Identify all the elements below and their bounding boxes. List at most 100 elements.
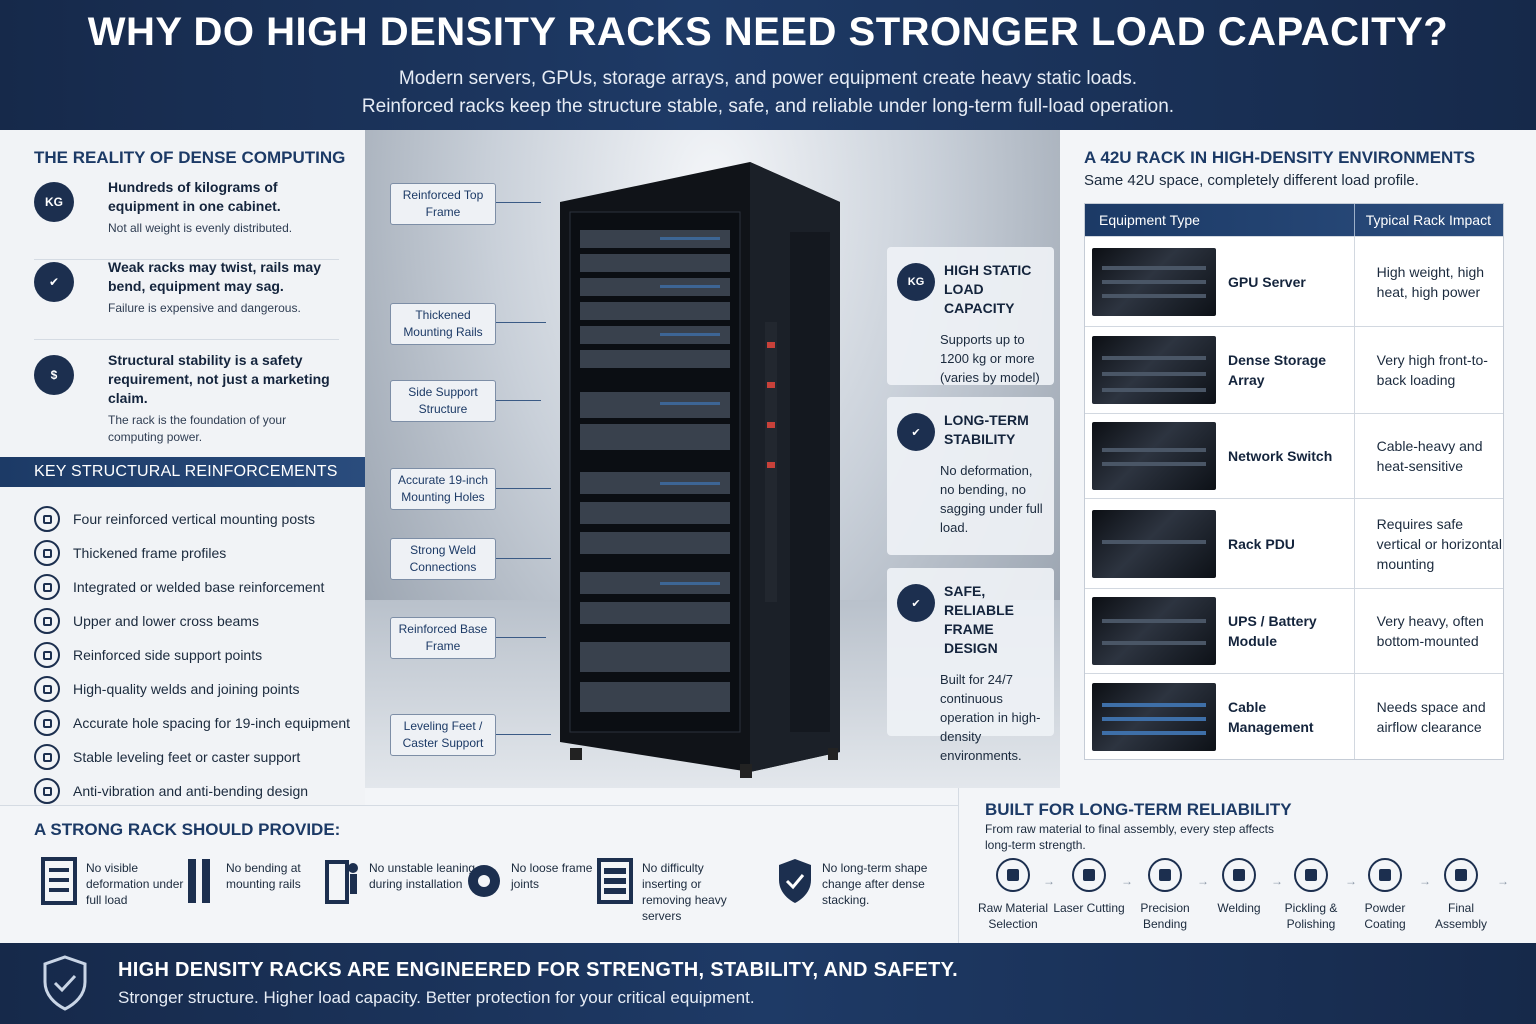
reinforcements-list: Four reinforced vertical mounting posts … — [34, 502, 354, 808]
table-row: UPS / Battery Module Very heavy, often b… — [1085, 588, 1503, 673]
process-step: Precision Bending — [1125, 858, 1205, 932]
gear-dollar-icon: $ — [34, 355, 74, 395]
hole-spacing-icon — [34, 710, 60, 736]
arrow-icon: → — [1043, 874, 1055, 888]
arrow-icon: → — [1345, 874, 1357, 888]
frame-icon — [34, 540, 60, 566]
arrow-icon: → — [1197, 874, 1209, 888]
process-step: Raw Material Selection — [973, 858, 1053, 932]
process-step: Welding — [1199, 858, 1279, 916]
process-step: Pickling & Polishing — [1271, 858, 1351, 932]
equipment-table: Equipment Type Typical Rack Impact GPU S… — [1084, 203, 1504, 760]
feature-title: HIGH STATIC LOAD CAPACITY — [944, 262, 1032, 316]
arrow-icon: → — [1497, 874, 1509, 888]
raw-material-icon — [996, 858, 1030, 892]
shield-check-icon — [779, 859, 811, 903]
shield-check-icon: ✔ — [897, 413, 935, 451]
header-subtitle: Modern servers, GPUs, storage arrays, an… — [0, 65, 1536, 121]
column-header: Equipment Type — [1085, 204, 1355, 236]
provide-title: A STRONG RACK SHOULD PROVIDE: — [34, 820, 341, 839]
rack-pdu-image — [1092, 509, 1216, 578]
storage-array-image — [1092, 336, 1216, 404]
leader-line — [496, 202, 541, 203]
left-column: THE REALITY OF DENSE COMPUTING KG Hundre… — [0, 130, 365, 805]
rack-illustration: Reinforced Top Frame Thickened Mounting … — [365, 130, 1060, 788]
page-title: WHY DO HIGH DENSITY RACKS NEED STRONGER … — [87, 10, 1449, 54]
gear-joint-icon — [468, 865, 500, 897]
rack-label: Accurate 19-inch Mounting Holes — [390, 468, 496, 510]
feature-body: Built for 24/7 continuous operation in h… — [940, 672, 1041, 763]
list-item: Upper and lower cross beams — [34, 604, 354, 638]
weight-icon: KG — [34, 182, 74, 222]
rack-label: Thickened Mounting Rails — [390, 303, 496, 345]
installation-icon — [325, 860, 358, 904]
welding-icon — [1222, 858, 1256, 892]
list-item: Reinforced side support points — [34, 638, 354, 672]
list-item: Stable leveling feet or caster support — [34, 740, 354, 774]
leader-line — [496, 734, 551, 735]
server-rack-image — [560, 162, 840, 778]
arrow-icon: → — [1121, 874, 1133, 888]
rack-frame-icon — [41, 857, 77, 905]
feature-card: ✔ SAFE, RELIABLE FRAME DESIGN Built for … — [887, 568, 1054, 763]
table-row: Rack PDU Requires safe vertical or horiz… — [1085, 498, 1503, 588]
anti-vibration-icon — [34, 778, 60, 804]
list-item: Thickened frame profiles — [34, 536, 354, 570]
shield-check-icon — [43, 955, 87, 1011]
rack-label: Leveling Feet / Caster Support — [390, 714, 496, 756]
reliability-subtitle: From raw material to final assembly, eve… — [985, 822, 1274, 852]
environment-subtitle: Same 42U space, completely different loa… — [1084, 172, 1419, 189]
list-item: Anti-vibration and anti-bending design — [34, 774, 354, 808]
weight-icon: KG — [897, 263, 935, 301]
provide-item: No bending at mounting rails — [180, 856, 320, 916]
rack-label: Strong Weld Connections — [390, 538, 496, 580]
rack-label: Reinforced Base Frame — [390, 617, 496, 659]
assembly-icon — [1444, 858, 1478, 892]
provide-item: No long-term shape change after dense st… — [776, 856, 927, 916]
reliability-title: BUILT FOR LONG-TERM RELIABILITY — [985, 800, 1292, 819]
footer-subtitle: Stronger structure. Higher load capacity… — [118, 988, 755, 1007]
leader-line — [496, 322, 546, 323]
shield-check-icon: ✔ — [34, 262, 74, 302]
server-insert-icon — [597, 858, 633, 904]
feature-card: ✔ LONG-TERM STABILITY No deformation, no… — [887, 397, 1054, 555]
provide-item: No difficulty inserting or removing heav… — [596, 856, 736, 923]
network-switch-image — [1092, 422, 1216, 490]
check-circle-icon: ✔ — [897, 584, 935, 622]
weld-icon — [34, 676, 60, 702]
feature-body: Supports up to 1200 kg or more (varies b… — [940, 332, 1040, 385]
reality-title: THE REALITY OF DENSE COMPUTING — [34, 148, 346, 167]
reality-item-bold: Structural stability is a safety require… — [108, 352, 330, 406]
laser-cutting-icon — [1072, 858, 1106, 892]
column-header: Typical Rack Impact — [1365, 212, 1491, 228]
provide-section: A STRONG RACK SHOULD PROVIDE: No visible… — [0, 805, 958, 943]
powder-coating-icon — [1368, 858, 1402, 892]
support-icon — [34, 642, 60, 668]
provide-item: No unstable leaning during installation — [323, 856, 475, 916]
process-step: Powder Coating — [1345, 858, 1425, 932]
list-item: Four reinforced vertical mounting posts — [34, 502, 354, 536]
feature-card: KG HIGH STATIC LOAD CAPACITY Supports up… — [887, 247, 1054, 385]
leveling-feet-icon — [34, 744, 60, 770]
polishing-icon — [1294, 858, 1328, 892]
table-row: Dense Storage Array Very high front-to-b… — [1085, 326, 1503, 413]
reinforcements-title: KEY STRUCTURAL REINFORCEMENTS — [0, 457, 365, 487]
feature-title: LONG-TERM STABILITY — [944, 412, 1029, 447]
list-item: Accurate hole spacing for 19-inch equipm… — [34, 706, 354, 740]
leader-line — [496, 637, 546, 638]
rack-label: Reinforced Top Frame — [390, 183, 496, 225]
cable-management-image — [1092, 682, 1216, 751]
reality-item-bold: Hundreds of kilograms of equipment in on… — [108, 179, 281, 214]
mounting-rail-icon — [188, 859, 210, 903]
feature-body: No deformation, no bending, no sagging u… — [940, 463, 1043, 535]
right-column: A 42U RACK IN HIGH-DENSITY ENVIRONMENTS … — [1060, 130, 1536, 788]
list-item: Integrated or welded base reinforcement — [34, 570, 354, 604]
reality-item-bold: Weak racks may twist, rails may bend, eq… — [108, 259, 321, 294]
leader-line — [496, 558, 551, 559]
provide-item: No loose frame joints — [465, 856, 605, 916]
leader-line — [496, 488, 551, 489]
reality-item: $ Structural stability is a safety requi… — [34, 351, 339, 447]
gpu-server-image — [1092, 247, 1216, 316]
reality-item-small: Not all weight is evenly distributed. — [108, 221, 293, 235]
list-item: High-quality welds and joining points — [34, 672, 354, 706]
